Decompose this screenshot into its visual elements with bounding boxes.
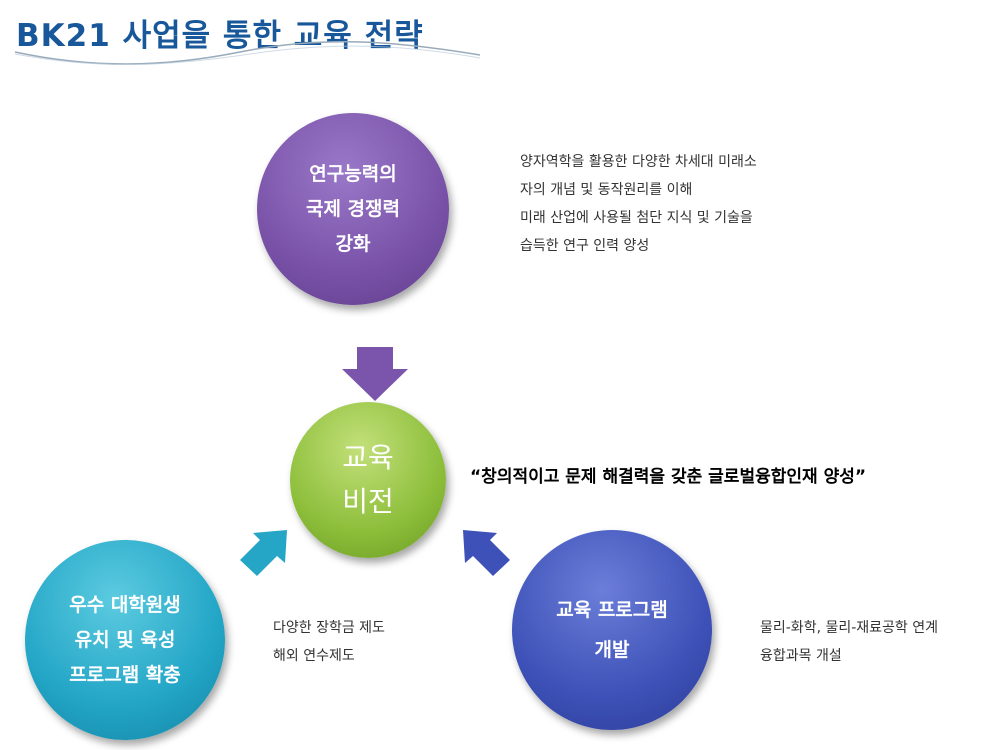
note-line: 물리-화학, 물리-재료공학 연계: [760, 620, 939, 636]
note-line: 양자역학을 활용한 다양한 차세대 미래소: [520, 154, 757, 170]
note-line: 해외 연수제도: [273, 648, 355, 664]
vision-node-label: 교육 비전: [342, 441, 394, 518]
education-vision-node: 교육 비전: [290, 402, 446, 558]
down-arrow-icon: [342, 347, 408, 401]
note-line: 다양한 장학금 제도: [273, 620, 385, 636]
note-line: 미래 산업에 사용될 첨단 지식 및 기술을: [520, 210, 753, 226]
up-left-arrow-icon: [463, 530, 510, 576]
research-competitiveness-node: 연구능력의 국제 경쟁력 강화: [257, 113, 449, 305]
graduate-students-node: 우수 대학원생 유치 및 육성 프로그램 확충: [25, 540, 225, 740]
note-line: 융합과목 개설: [760, 648, 842, 664]
up-right-arrow-icon: [240, 530, 287, 576]
program-notes: 물리-화학, 물리-재료공학 연계 융합과목 개설: [760, 614, 938, 670]
research-notes: 양자역학을 활용한 다양한 차세대 미래소 자의 개념 및 동작원리를 이해 미…: [520, 148, 757, 260]
education-program-node: 교육 프로그램 개발: [512, 530, 712, 730]
program-node-label: 교육 프로그램 개발: [556, 599, 668, 661]
slide-title: BK21 사업을 통한 교육 전략: [16, 18, 424, 54]
research-node-label: 연구능력의 국제 경쟁력 강화: [305, 162, 400, 255]
note-line: 습득한 연구 인력 양성: [520, 238, 650, 254]
note-line: 자의 개념 및 동작원리를 이해: [520, 182, 693, 198]
vision-statement: “창의적이고 문제 해결력을 갖춘 글로벌융합인재 양성”: [470, 467, 867, 487]
students-notes: 다양한 장학금 제도 해외 연수제도: [273, 614, 385, 670]
title-underline-decoration: [14, 40, 481, 66]
students-node-label: 우수 대학원생 유치 및 육성 프로그램 확충: [69, 593, 181, 686]
